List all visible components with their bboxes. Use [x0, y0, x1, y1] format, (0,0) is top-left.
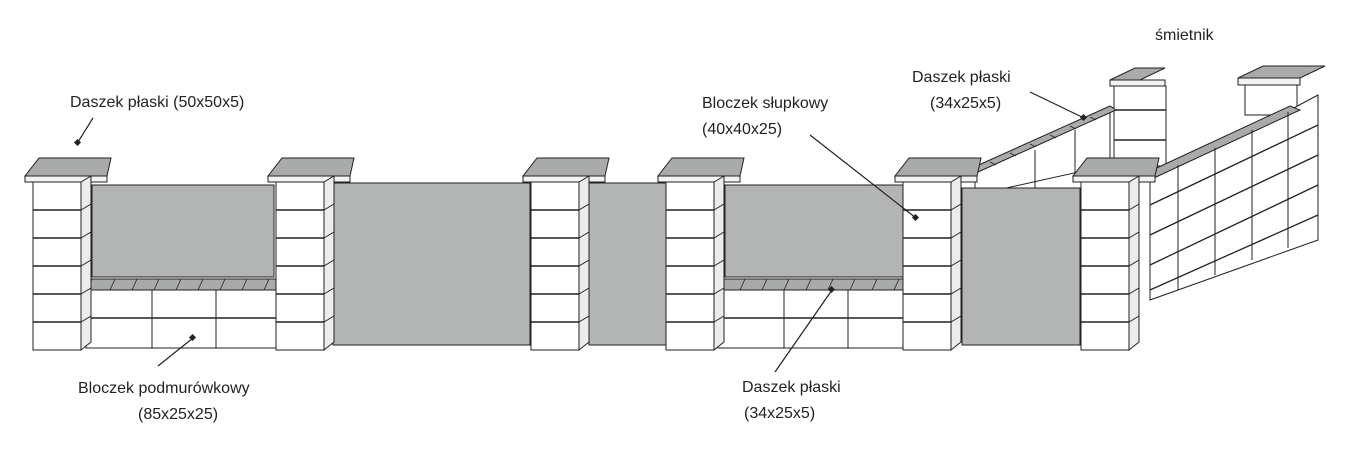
post-brick-joint-side [80, 231, 92, 239]
post-brick-joint-side [578, 315, 590, 323]
post-brick-joint-side [713, 287, 725, 295]
post-brick-joint-side [713, 259, 725, 267]
post-brick-joint-side [1128, 315, 1140, 323]
label-base-block-line2: (85x25x25) [138, 406, 218, 423]
panel-1 [91, 184, 275, 278]
panel-2 [332, 182, 531, 346]
post-brick-joint-side [950, 315, 962, 323]
post-3 [521, 157, 610, 352]
post-brick-joint-side [323, 231, 335, 239]
post-brick-joint-side [323, 287, 335, 295]
posts [23, 157, 1160, 352]
post-brick-joint-side [80, 315, 92, 323]
post-1 [23, 157, 112, 352]
post-brick-joint-side [950, 203, 962, 211]
post-brick-joint-side [323, 259, 335, 267]
bin-back-post-right [1237, 65, 1326, 116]
label-cap-small-bottom-line2: (34x25x5) [744, 405, 815, 422]
post-5 [893, 157, 982, 352]
base-wall-4 [717, 289, 905, 349]
bin-enclosure [970, 65, 1326, 301]
post-brick-joint-side [578, 203, 590, 211]
post-brick-joint-side [713, 231, 725, 239]
post-brick-joint-side [713, 203, 725, 211]
post-cap-top [521, 157, 610, 177]
post-cap-front [1072, 175, 1156, 183]
post-2 [266, 157, 355, 352]
leader-dots [73, 113, 1088, 342]
post-cap-top [656, 157, 745, 177]
panel-4 [724, 184, 904, 278]
panel-3 [588, 182, 668, 346]
post-6 [1071, 157, 1160, 352]
label-cap-small-top-line1: Daszek płaski [912, 69, 1011, 86]
bin-wall-right [1146, 94, 1319, 301]
post-brick-joint-side [80, 203, 92, 211]
post-brick-joint-side [323, 315, 335, 323]
post-cap-front [894, 175, 978, 183]
label-cap-large: Daszek płaski (50x50x5) [70, 94, 244, 111]
post-brick-joint-side [578, 287, 590, 295]
post-brick-joint-side [1128, 231, 1140, 239]
label-base-block-line1: Bloczek podmurówkowy [78, 380, 250, 397]
section-4 [717, 184, 905, 349]
post-cap-top [1071, 157, 1160, 177]
post-4 [656, 157, 745, 352]
fence-front [23, 157, 1160, 352]
panel-5 [961, 187, 1081, 346]
post-brick-joint-side [950, 259, 962, 267]
post-cap-top [266, 157, 355, 177]
post-brick-joint-side [713, 315, 725, 323]
post-brick-joint-side [80, 287, 92, 295]
post-brick-joint-side [1128, 203, 1140, 211]
label-cap-small-top-line2: (34x25x5) [930, 95, 1001, 112]
section-1 [85, 184, 277, 349]
post-cap-front [657, 175, 741, 183]
label-cap-small-bottom-line1: Daszek płaski [742, 379, 841, 396]
post-brick-joint-side [323, 203, 335, 211]
leader-lines [77, 91, 1085, 373]
base-wall-1 [85, 289, 277, 349]
label-post-block-line2: (40x40x25) [702, 121, 782, 138]
post-brick-joint-side [950, 287, 962, 295]
post-brick-joint-side [1128, 287, 1140, 295]
labels: Daszek płaski (50x50x5) Bloczek podmurów… [70, 27, 1215, 423]
post-brick-joint-side [1128, 259, 1140, 267]
post-brick-joint-side [950, 231, 962, 239]
post-brick-joint-side [80, 259, 92, 267]
post-cap-front [522, 175, 606, 183]
label-bin-enclosure: śmietnik [1155, 27, 1215, 44]
post-brick-joint-side [578, 259, 590, 267]
post-brick-joint-side [578, 231, 590, 239]
bin-back-post-left [1109, 67, 1167, 167]
post-cap-top [23, 157, 112, 177]
post-cap-front [24, 175, 108, 183]
label-post-block-line1: Bloczek słupkowy [702, 95, 828, 112]
post-cap-front [267, 175, 351, 183]
post-cap-top [893, 157, 982, 177]
